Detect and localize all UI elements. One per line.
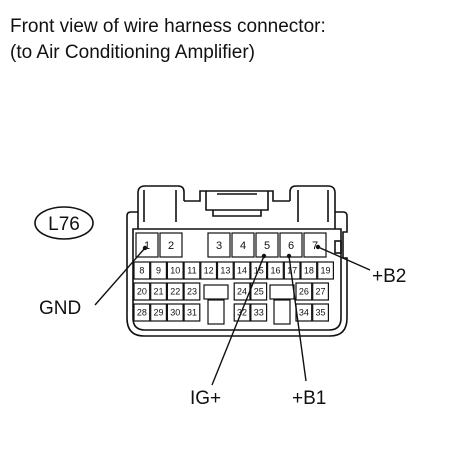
terminal-23-number: 23 — [187, 287, 197, 297]
b1-label: +B1 — [292, 388, 326, 409]
ig-label: IG+ — [190, 388, 221, 409]
terminal-30-cavity — [166, 303, 184, 322]
terminal-2-cavity — [159, 232, 183, 258]
terminal-16-cavity — [267, 261, 284, 280]
lock-slot-right-upper — [269, 284, 295, 300]
b1-leader — [288, 255, 307, 382]
ig-leader — [211, 255, 265, 386]
terminal-4-cavity — [231, 232, 255, 258]
terminal-30-number: 30 — [170, 308, 180, 318]
terminal-21-cavity — [150, 282, 167, 301]
terminal-22-cavity — [166, 282, 184, 301]
terminal-6-cavity — [279, 232, 303, 258]
terminal-11-cavity — [183, 261, 201, 280]
terminal-3-cavity — [207, 232, 231, 258]
terminal-31-cavity — [183, 303, 201, 322]
title-line-1: Front view of wire harness connector: — [10, 16, 326, 37]
terminal-23-cavity — [183, 282, 201, 301]
terminal-16-number: 16 — [270, 266, 280, 276]
terminal-6-number: 6 — [288, 240, 294, 252]
terminal-3-number: 3 — [216, 240, 222, 252]
lock-slot-left-lower — [207, 299, 225, 325]
terminal-12-number: 12 — [204, 266, 214, 276]
terminal-26-number: 26 — [299, 287, 309, 297]
terminal-18-number: 18 — [304, 266, 314, 276]
terminal-9-cavity — [150, 261, 167, 280]
terminal-32-cavity — [233, 303, 251, 322]
terminal-33-cavity — [250, 303, 268, 322]
lock-slot-right-lower — [273, 299, 291, 325]
terminal-28-cavity — [133, 303, 151, 322]
terminal-13-cavity — [216, 261, 234, 280]
terminal-8-cavity — [133, 261, 151, 280]
terminal-35-number: 35 — [316, 308, 326, 318]
gnd-leader — [94, 247, 146, 306]
terminal-34-number: 34 — [299, 308, 309, 318]
terminal-27-cavity — [312, 282, 330, 301]
terminal-11-number: 11 — [187, 266, 196, 276]
terminal-10-cavity — [166, 261, 184, 280]
terminal-14-cavity — [233, 261, 251, 280]
lock-slot-left-upper — [203, 284, 229, 300]
terminal-14-number: 14 — [237, 266, 247, 276]
terminal-32-number: 32 — [237, 308, 247, 318]
terminal-31-number: 31 — [187, 308, 197, 318]
terminal-13-number: 13 — [220, 266, 230, 276]
terminal-1-number: 1 — [144, 240, 150, 252]
b2-leader — [317, 246, 371, 271]
terminal-29-cavity — [150, 303, 167, 322]
connector-code: L76 — [48, 214, 80, 235]
terminal-18-cavity — [300, 261, 318, 280]
connector-code-badge — [34, 206, 94, 240]
terminal-10-number: 10 — [170, 266, 180, 276]
terminal-7-cavity — [303, 232, 327, 258]
terminal-5-cavity — [255, 232, 279, 258]
terminal-20-cavity — [133, 282, 151, 301]
terminal-27-number: 27 — [316, 287, 326, 297]
terminal-22-number: 22 — [170, 287, 180, 297]
terminal-19-cavity — [317, 261, 335, 280]
terminal-24-number: 24 — [237, 287, 247, 297]
terminal-25-cavity — [250, 282, 268, 301]
terminal-19-number: 19 — [321, 266, 331, 276]
connector-housing — [126, 185, 348, 337]
terminal-8-number: 8 — [139, 266, 144, 276]
terminal-5-number: 5 — [264, 240, 270, 252]
callout-lines — [94, 246, 371, 386]
gnd-label: GND — [39, 298, 81, 319]
terminal-33-number: 33 — [254, 308, 264, 318]
terminal-29-number: 29 — [154, 308, 164, 318]
terminal-7-number: 7 — [312, 240, 318, 252]
terminal-21-number: 21 — [154, 287, 164, 297]
terminal-26-cavity — [295, 282, 313, 301]
terminal-25-number: 25 — [254, 287, 264, 297]
terminal-4-number: 4 — [240, 240, 246, 252]
terminal-12-cavity — [200, 261, 218, 280]
title-line-2: (to Air Conditioning Amplifier) — [10, 42, 255, 63]
diagram-title: Front view of wire harness connector: (t… — [10, 14, 326, 66]
callout-dots — [142, 244, 321, 259]
b2-label: +B2 — [372, 266, 406, 287]
terminal-17-number: 17 — [287, 266, 297, 276]
terminal-9-number: 9 — [156, 266, 161, 276]
terminal-20-number: 20 — [137, 287, 147, 297]
terminal-2-number: 2 — [168, 240, 174, 252]
terminal-1-cavity — [135, 232, 159, 258]
terminal-15-cavity — [250, 261, 268, 280]
terminal-35-cavity — [312, 303, 330, 322]
terminal-28-number: 28 — [137, 308, 147, 318]
